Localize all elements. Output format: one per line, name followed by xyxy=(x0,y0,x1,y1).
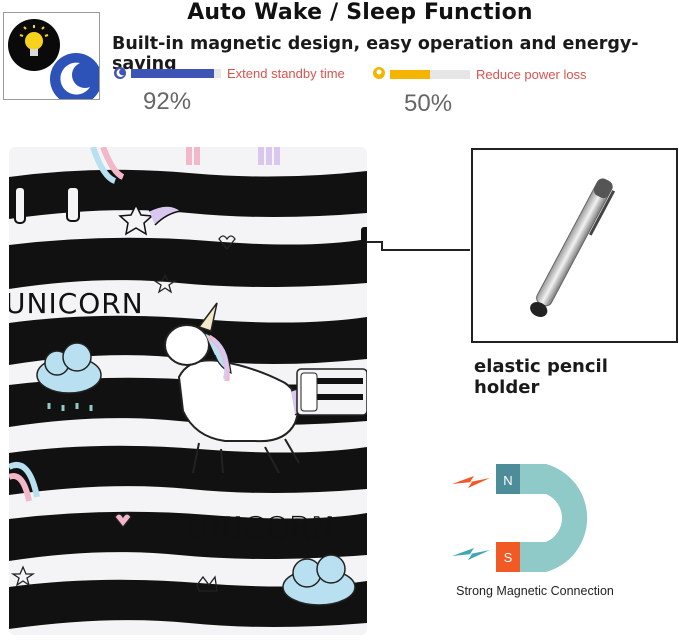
standby-label: Extend standby time xyxy=(227,66,345,81)
standby-bar-track xyxy=(131,69,221,78)
magnet-south-label: S xyxy=(504,550,513,565)
magnet-north-pole xyxy=(496,464,520,494)
cloud-left xyxy=(36,342,102,411)
rainbow-bottom xyxy=(9,462,40,502)
standby-bar-fill xyxy=(131,69,214,78)
magnet-north-label: N xyxy=(503,473,512,488)
spark-bottom-icon xyxy=(452,548,490,560)
shooting-star xyxy=(118,203,183,236)
unicorn-case-illustration: UNICORN xyxy=(9,147,367,635)
cloud-bottom xyxy=(282,554,356,606)
stylus-pen-illustration xyxy=(530,178,616,317)
power-label: Reduce power loss xyxy=(476,67,587,82)
magnet-south-pole xyxy=(496,542,520,572)
tablet-case-image: UNICORN xyxy=(9,147,367,635)
stylus-callout-box xyxy=(471,148,678,343)
spark-top-icon xyxy=(452,476,490,488)
stylus-tip xyxy=(530,301,548,317)
horseshoe-magnet xyxy=(500,464,588,572)
stylus-clip xyxy=(588,190,616,236)
stylus-label: elastic pencil holder xyxy=(474,356,608,398)
black-stripes xyxy=(9,169,367,629)
callout-line xyxy=(366,241,470,251)
page-title: Auto Wake / Sleep Function xyxy=(187,0,533,25)
stat-power: Reduce power loss 50% xyxy=(372,66,622,124)
power-bar-track xyxy=(390,70,470,79)
case-print-text-2: UNICORN xyxy=(187,512,335,547)
power-bar-fill xyxy=(390,70,430,79)
bulb-icon xyxy=(19,25,49,56)
bulb-moon-illustration xyxy=(8,19,102,105)
moon-icon xyxy=(60,62,90,95)
rainbow-top xyxy=(90,147,280,184)
stylus-cap xyxy=(593,178,613,199)
stat-standby: Extend standby time 92% xyxy=(113,66,353,124)
moon-circle xyxy=(50,53,102,105)
feature-icon-box xyxy=(3,12,102,105)
case-print-text-1: UNICORN xyxy=(9,287,144,320)
magnet-label: Strong Magnetic Connection xyxy=(456,584,614,598)
magnet-illustration: N S xyxy=(452,464,588,572)
case-doodles xyxy=(10,235,236,592)
case-strap xyxy=(296,368,367,416)
moon-icon xyxy=(114,67,126,79)
power-value: 50% xyxy=(404,90,453,117)
bulb-icon xyxy=(373,67,385,79)
standby-value: 92% xyxy=(143,88,192,115)
unicorn-legs-top xyxy=(14,186,80,224)
pen-loop xyxy=(361,227,367,267)
page-subtitle: Built-in magnetic design, easy operation… xyxy=(112,34,639,74)
